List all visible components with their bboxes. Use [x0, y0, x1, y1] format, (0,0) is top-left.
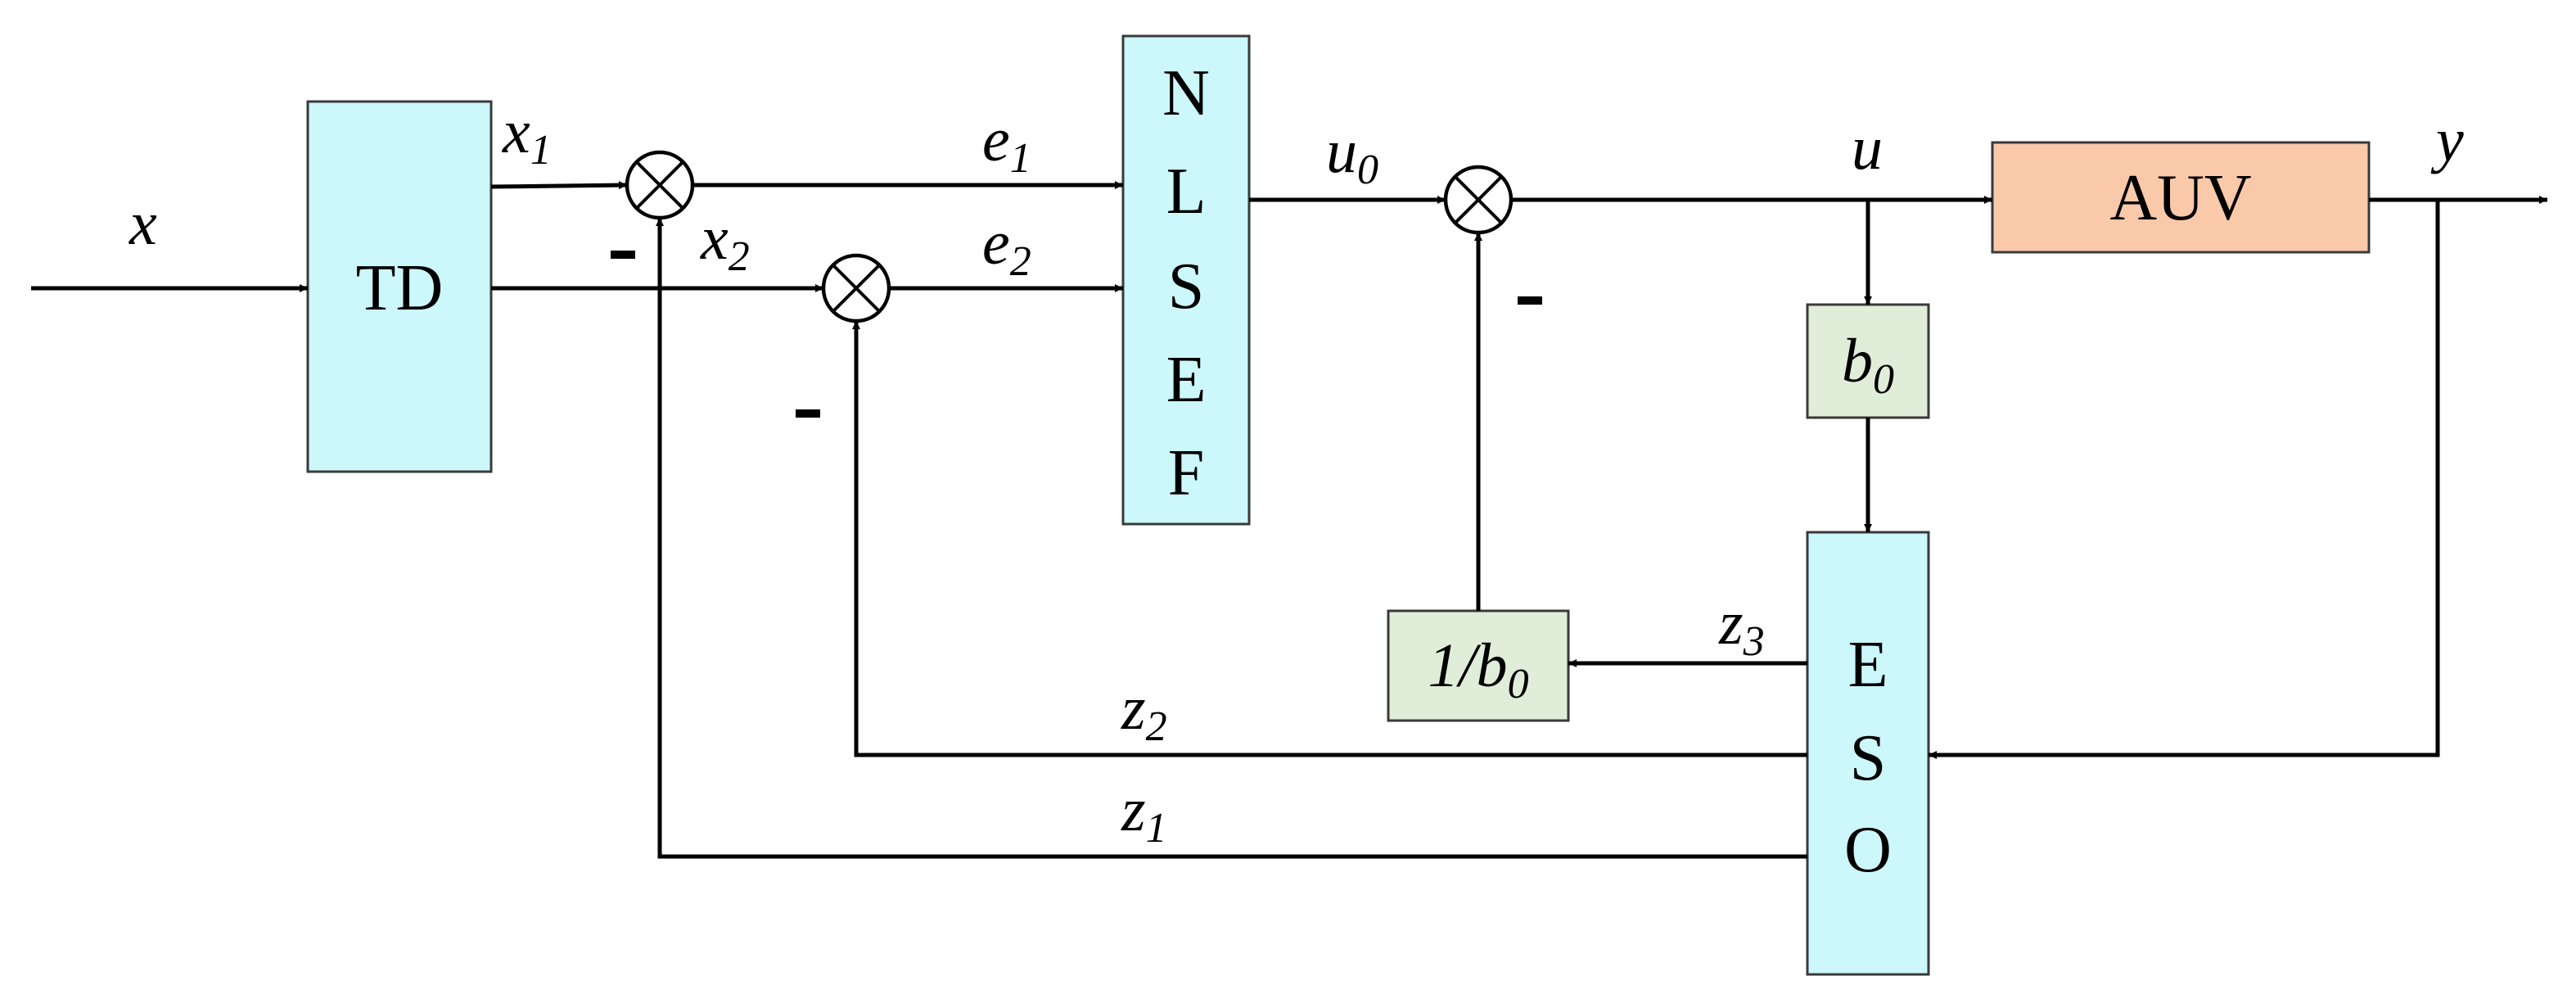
- nlsef-letter-n: N: [1162, 57, 1210, 129]
- eso-letter-e: E: [1848, 629, 1888, 701]
- b0-label: b0: [1842, 327, 1894, 403]
- minus-signs: [611, 251, 1542, 418]
- nlsef-block: N L S E F: [1121, 34, 1251, 526]
- signal-label-u: u: [1852, 114, 1883, 183]
- signal-label-e2: e2: [982, 209, 1031, 285]
- signal-label-e1: e1: [982, 106, 1031, 182]
- td-label: TD: [356, 252, 444, 324]
- eso-block: E S O: [1806, 531, 1930, 976]
- signal-label-x2: x2: [700, 204, 750, 280]
- eso-letter-s: S: [1850, 722, 1887, 794]
- signal-label-u0: u0: [1326, 117, 1378, 193]
- eso-letter-o: O: [1844, 814, 1892, 886]
- inverse-b0-label: 1/b0: [1428, 631, 1528, 707]
- signal-label-z2: z2: [1121, 674, 1167, 750]
- nlsef-letter-f: F: [1168, 437, 1205, 509]
- minus-sign-sum1: [611, 251, 635, 259]
- signal-label-x1: x1: [502, 97, 552, 174]
- minus-sign-sum2: [796, 409, 820, 418]
- signal-labels: x x1 x2 e1 e2 u0 u y z3 z2 z1: [129, 97, 2464, 852]
- minus-sign-sum3: [1518, 296, 1542, 305]
- summing-junction-1: [625, 150, 695, 220]
- wire-z1-feedback: [656, 218, 1807, 859]
- auv-label: AUV: [2109, 162, 2251, 234]
- b0-block: b0: [1806, 303, 1930, 419]
- signal-wires: [31, 181, 2547, 859]
- summing-junction-2: [821, 253, 891, 323]
- nlsef-letter-e: E: [1166, 344, 1207, 416]
- summing-junction-3: [1443, 165, 1514, 235]
- signal-label-x: x: [129, 189, 157, 258]
- nlsef-letter-l: L: [1166, 156, 1207, 228]
- wire-x1: [490, 181, 628, 190]
- inverse-b0-block: 1/b0: [1387, 609, 1570, 722]
- nlsef-letter-s: S: [1168, 251, 1205, 323]
- signal-label-y: y: [2430, 106, 2464, 174]
- signal-label-z1: z1: [1121, 775, 1167, 852]
- signal-label-z3: z3: [1718, 589, 1765, 665]
- wire-y-feedback: [1929, 200, 2440, 759]
- wire-z2-feedback: [852, 321, 1807, 757]
- td-block: TD: [306, 100, 493, 473]
- auv-block: AUV: [1991, 141, 2371, 254]
